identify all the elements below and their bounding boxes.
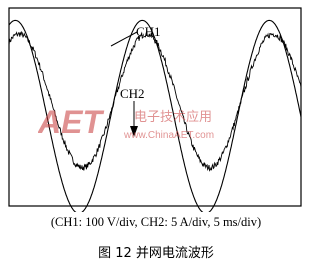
ch1-leader-line xyxy=(110,31,138,47)
scale-note: (CH1: 100 V/div, CH2: 5 A/div, 5 ms/div) xyxy=(50,215,262,229)
oscilloscope-plot: CH1 CH2 xyxy=(8,7,302,212)
watermark-logo: AET xyxy=(38,104,104,140)
ch1-label: CH1 xyxy=(136,24,161,39)
watermark-cn-text: 电子技术应用 xyxy=(134,109,212,125)
watermark-url: www.ChinaAET.com xyxy=(123,130,214,141)
aet-watermark: AET 电子技术应用 www.ChinaAET.com xyxy=(38,104,214,141)
plot-frame xyxy=(8,7,302,207)
figure-title: 图 12 并网电流波形 xyxy=(98,246,214,261)
waveforms xyxy=(8,19,302,212)
series-line-ch2 xyxy=(8,30,302,172)
series-line-ch1 xyxy=(8,19,302,212)
ch2-label: CH2 xyxy=(120,86,145,101)
ch2-arrow-head xyxy=(130,126,138,137)
